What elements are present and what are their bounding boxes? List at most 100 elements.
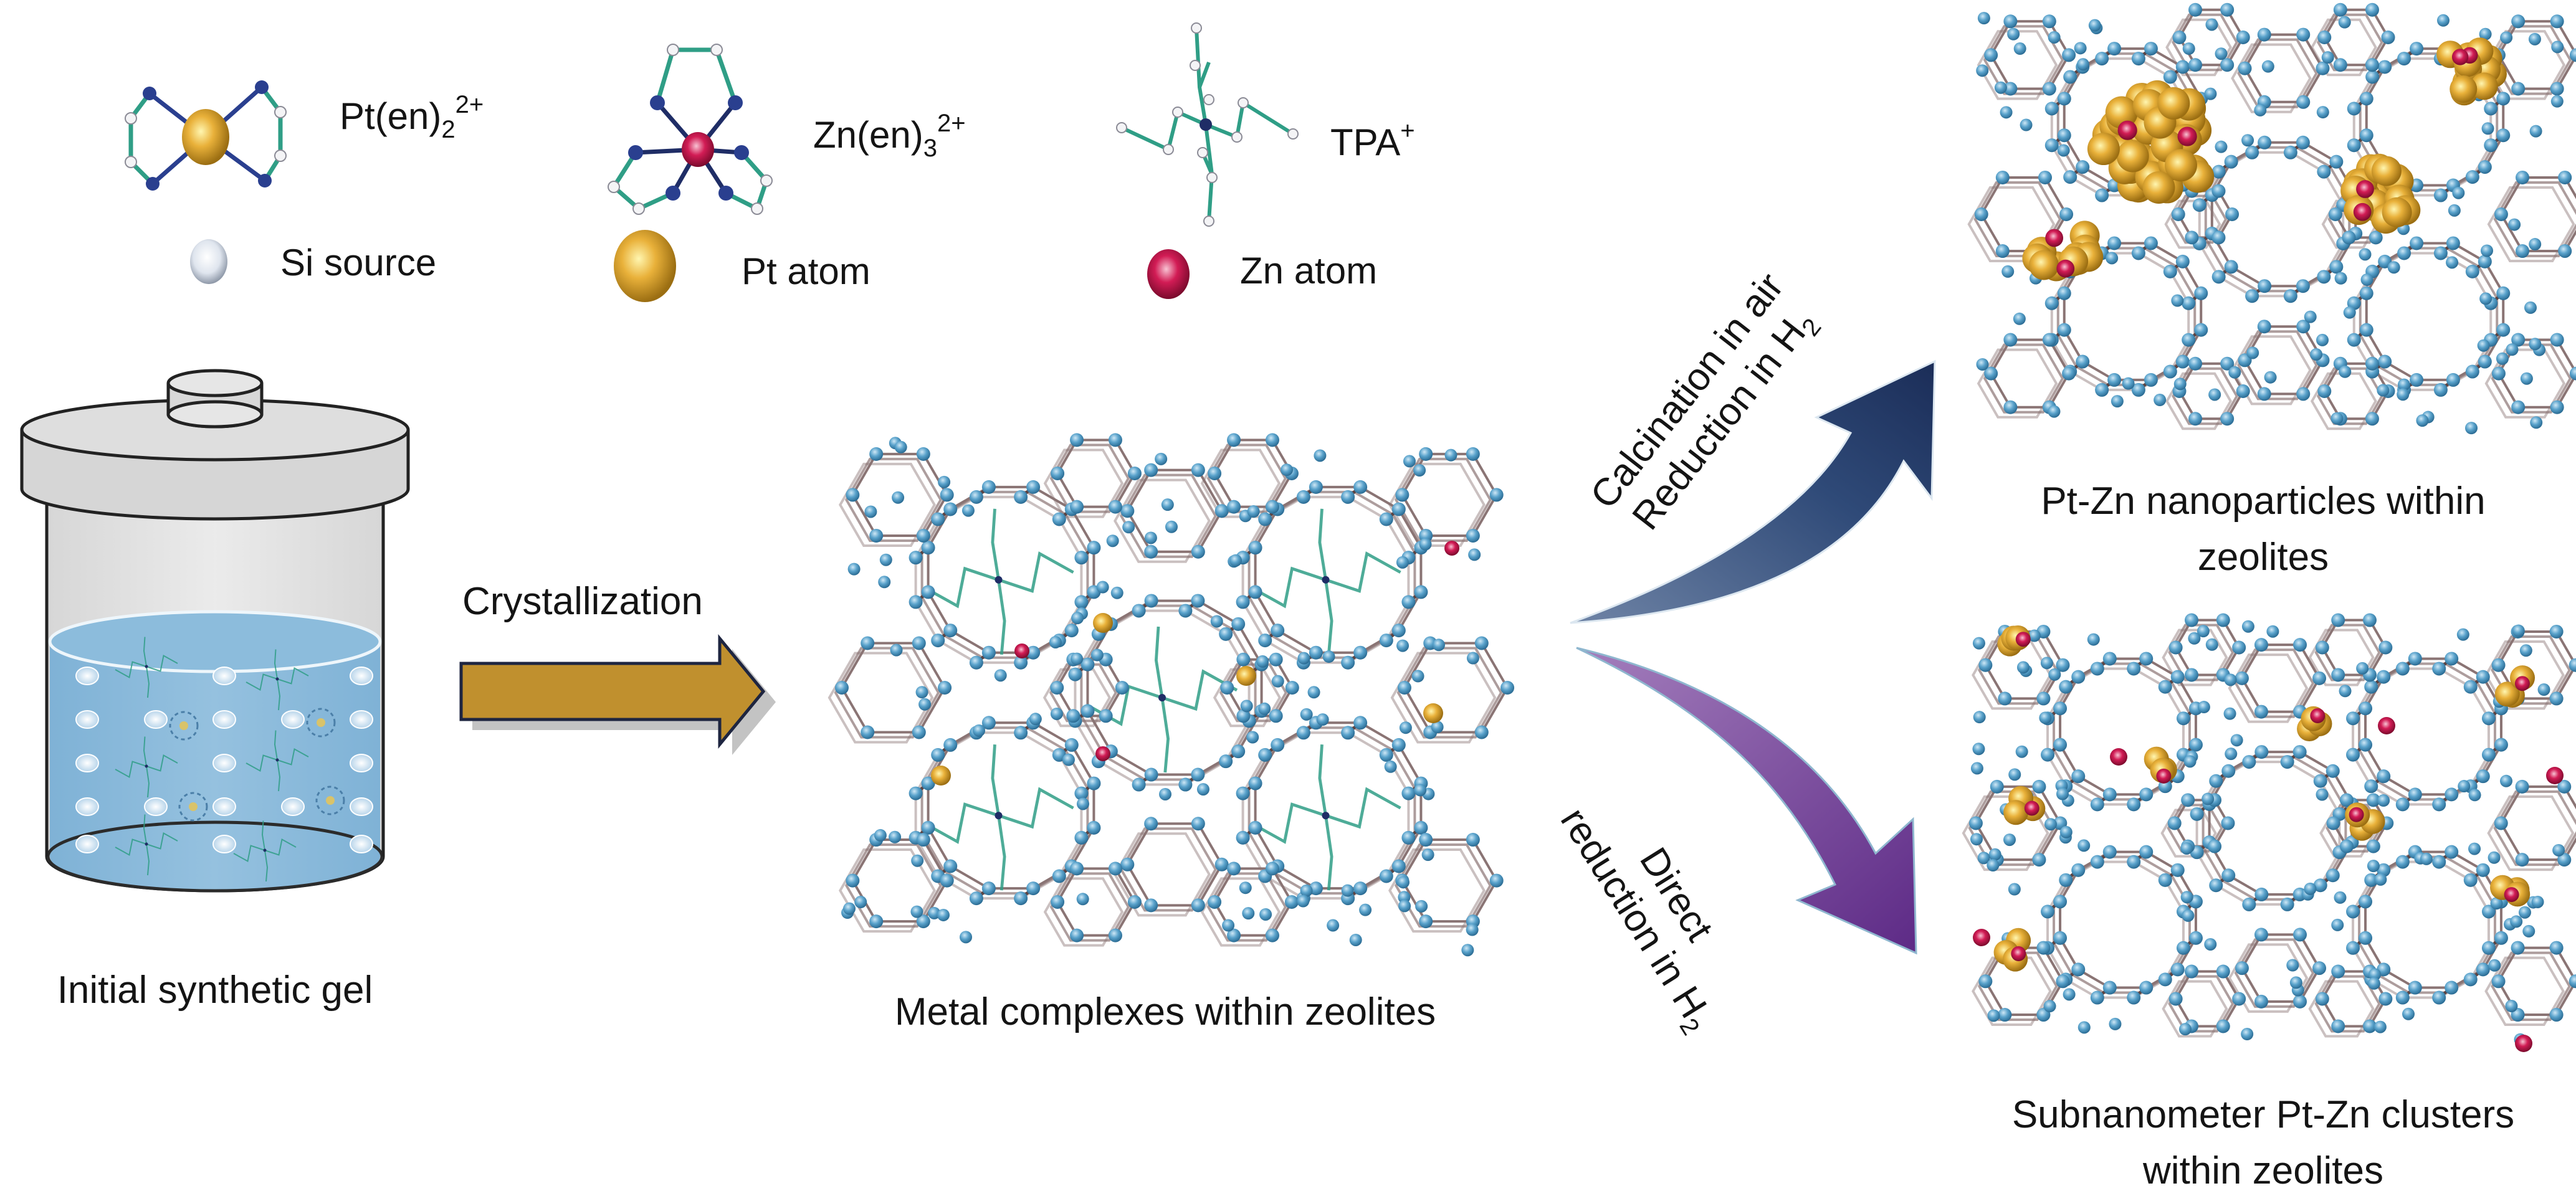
si-node — [2347, 138, 2361, 153]
si-node — [2550, 333, 2564, 347]
si-node — [2106, 252, 2119, 265]
si-node — [2038, 170, 2052, 184]
si-node — [1236, 595, 1250, 609]
si-node — [1316, 713, 1329, 726]
si-node — [2254, 928, 2268, 942]
si-node — [1071, 612, 1084, 625]
si-node — [1403, 455, 1416, 468]
si-node — [921, 541, 935, 555]
legend-si-source-label: Si source — [280, 242, 437, 283]
si-node — [1414, 784, 1427, 797]
si-node — [1144, 767, 1158, 782]
framework-ring — [828, 652, 934, 744]
pt-atom-sphere-icon — [614, 230, 676, 302]
si-node — [1284, 895, 1299, 909]
si-node — [2293, 994, 2307, 1009]
si-node — [2241, 134, 2254, 147]
framework-ring — [1388, 848, 1486, 933]
si-node — [2334, 891, 2347, 904]
si-node — [1026, 881, 1041, 896]
si-node — [2550, 82, 2564, 96]
si-node — [2008, 768, 2021, 781]
legend-zn-en3-sub: 3 — [923, 135, 937, 162]
si-node — [2378, 640, 2393, 655]
si-node — [2511, 14, 2526, 29]
si-node — [1242, 907, 1255, 920]
si-node — [1050, 681, 1064, 695]
si-node — [2144, 373, 2158, 387]
framework-ring — [1043, 449, 1124, 518]
si-node — [909, 551, 923, 565]
ptzn-cluster — [2297, 706, 2332, 741]
si-node — [2208, 839, 2222, 853]
si-node — [2420, 852, 2433, 865]
si-node — [1474, 725, 1489, 739]
si-node — [1300, 708, 1313, 721]
si-node — [2036, 691, 2051, 706]
si-node — [1144, 463, 1158, 477]
si-node — [2280, 755, 2294, 769]
framework-ring — [2314, 624, 2381, 681]
si-node — [2476, 962, 2490, 977]
si-node — [1120, 504, 1135, 518]
si-node — [2158, 680, 2172, 694]
si-node — [846, 488, 860, 502]
si-node — [2378, 992, 2393, 1006]
si-node — [2479, 27, 2492, 40]
si-node — [2182, 333, 2196, 347]
si-node — [2257, 320, 2271, 334]
tpa-guest-icon — [1250, 744, 1401, 891]
si-node — [1384, 760, 1397, 773]
si-node — [1444, 449, 1457, 462]
si-node — [1401, 786, 1416, 800]
si-node — [1208, 895, 1222, 909]
si-node — [2102, 980, 2117, 995]
framework-ring — [1120, 473, 1217, 558]
si-node — [2346, 711, 2360, 726]
si-node — [2346, 748, 2360, 762]
si-node — [1300, 884, 1313, 897]
si-node — [1227, 500, 1241, 514]
si-node — [1144, 594, 1158, 608]
si-node — [1399, 721, 1412, 734]
si-node — [1995, 170, 2010, 184]
si-node — [2549, 941, 2564, 955]
si-node — [1222, 919, 1235, 932]
si-node — [1415, 900, 1428, 913]
si-node — [1990, 779, 2004, 794]
calcination-arrow-icon — [1570, 359, 1936, 624]
si-node — [1029, 713, 1042, 726]
si-node — [2569, 658, 2576, 672]
si-node — [2224, 260, 2238, 274]
si-node — [2511, 82, 2526, 96]
si-node — [2042, 14, 2056, 29]
si-node — [981, 645, 996, 660]
si-node — [2496, 286, 2511, 300]
si-node — [2168, 992, 2183, 1006]
si-node — [1127, 467, 1142, 480]
framework-ring — [2491, 635, 2571, 705]
si-node — [2127, 797, 2141, 812]
si-node — [2499, 774, 2512, 787]
si-node — [909, 595, 923, 609]
si-node — [2346, 941, 2360, 955]
si-node — [910, 905, 923, 918]
si-node — [2550, 400, 2564, 414]
si-node — [869, 914, 884, 929]
si-node — [2246, 346, 2259, 359]
si-node — [2028, 629, 2041, 642]
si-node — [1191, 544, 1205, 559]
si-node — [2171, 294, 2184, 307]
si-node — [2381, 31, 2395, 44]
legend-zn-en3-label: Zn(en)32+ — [813, 111, 966, 161]
si-node — [1229, 554, 1243, 567]
si-node — [1219, 627, 1233, 641]
si-node — [1110, 586, 1123, 599]
si-node — [2365, 2, 2379, 17]
si-node — [2496, 323, 2511, 337]
si-node — [2408, 787, 2422, 802]
si-node — [2515, 853, 2529, 867]
si-node — [1239, 881, 1252, 895]
si-node — [861, 636, 875, 650]
si-node — [1265, 862, 1279, 876]
